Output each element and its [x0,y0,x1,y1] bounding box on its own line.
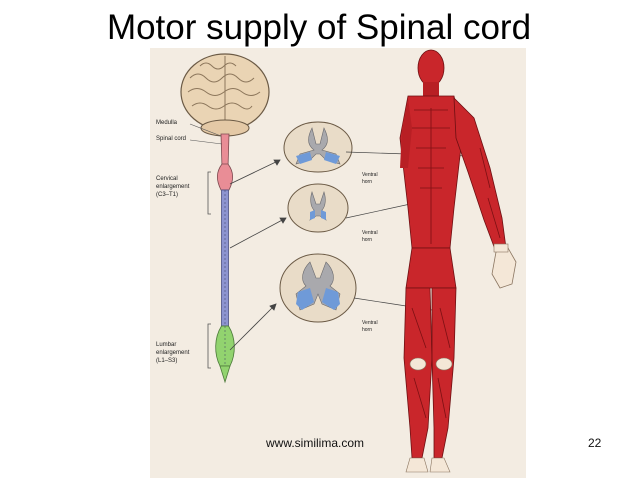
label-cervical-line3: (C3–T1) [156,192,179,198]
spinal-cord [215,133,235,384]
label-lumbar-line2: enlargement [156,350,190,356]
watermark-url: www.similima.com [266,436,365,450]
label-ventral-horn-3: Ventral [362,320,378,326]
label-horn-3: horn [362,327,373,333]
brain-illustration [180,53,270,137]
label-medulla: Medulla [156,120,178,126]
muscle-figure [399,49,517,473]
label-horn-2: horn [362,237,373,243]
label-ventral-horn-2: Ventral [362,230,378,236]
cross-section-thoracic [287,183,349,233]
label-cervical-line2: enlargement [156,184,190,190]
label-lumbar-line3: (L1–S3) [156,358,178,364]
cross-section-cervical [283,121,353,173]
page-number: 22 [588,436,602,450]
slide-title: Motor supply of Spinal cord [106,8,532,47]
label-spinal-cord: Spinal cord [156,136,187,142]
spinal-cord-figure: Medulla Spinal cord Cervical enlargement… [150,48,526,478]
label-ventral-horn-1: Ventral [362,172,378,178]
cross-section-lumbar [279,253,357,323]
figure-drawing [150,48,526,478]
label-lumbar-line1: Lumbar [156,342,177,348]
label-cervical-line1: Cervical [156,176,178,182]
label-horn-1: horn [362,179,373,185]
